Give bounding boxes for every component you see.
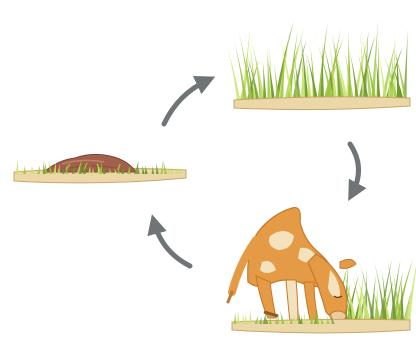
grass-blade	[231, 32, 247, 102]
stage-dung-on-soil	[14, 154, 186, 183]
soil-strip	[232, 319, 410, 333]
grass-blade	[237, 310, 240, 324]
grass-blade	[224, 37, 241, 102]
grass-blade	[304, 310, 307, 324]
grass-icon	[224, 20, 408, 102]
stage-cow-grazing	[228, 208, 416, 333]
grass-blade	[234, 312, 237, 324]
grass-blade	[249, 308, 252, 324]
arrow-dung-to-grass	[164, 80, 208, 124]
grass-blade	[23, 165, 26, 174]
soil-strip	[234, 97, 410, 110]
grass-blade	[156, 162, 159, 174]
grass-blade	[298, 310, 301, 324]
arrow-cow-to-dung	[154, 222, 190, 266]
stage-grass-growing	[224, 20, 410, 110]
arrow-grass-to-cow	[350, 144, 359, 194]
cow-icon	[228, 208, 356, 322]
